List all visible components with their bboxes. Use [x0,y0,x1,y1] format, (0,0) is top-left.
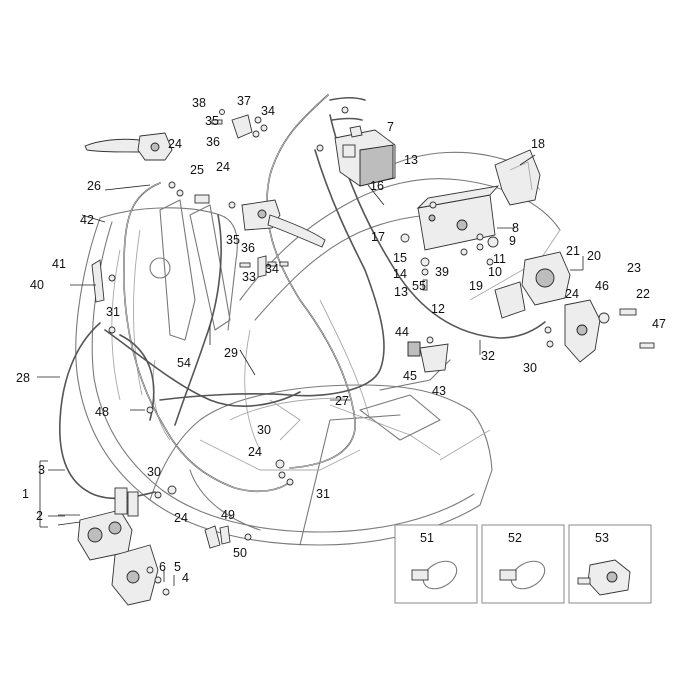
rear-caliper [494,251,571,319]
callout-48: 48 [95,405,109,419]
callout-13-top: 13 [404,153,418,167]
callout-7: 7 [387,120,394,134]
callout-41: 41 [52,257,66,271]
callout-55: 55 [412,279,426,293]
callout-24-c: 24 [565,287,579,301]
callout-34-a: 34 [261,104,275,118]
scooter-frame-outline [75,151,561,546]
callout-12: 12 [431,302,445,316]
callout-25: 25 [190,163,204,177]
callout-21: 21 [566,244,580,258]
callout-52: 52 [508,531,522,545]
abs-modulator [334,125,396,187]
right-master-cylinder [241,199,326,248]
callout-47: 47 [652,317,666,331]
inset-box-52 [481,524,565,604]
inset-box-53 [568,524,652,604]
callout-35-b: 35 [226,233,240,247]
callout-10: 10 [488,265,502,279]
callout-24-e: 24 [174,511,188,525]
callout-51: 51 [420,531,434,545]
callout-5: 5 [174,560,181,574]
callout-1: 1 [22,487,29,501]
hose-clips [204,525,252,549]
callout-24-a: 24 [168,137,182,151]
front-caliper [57,487,170,606]
callout-40: 40 [30,278,44,292]
callout-22: 22 [636,287,650,301]
callout-46: 46 [595,279,609,293]
abs-cover [494,149,541,206]
callout-18: 18 [531,137,545,151]
callout-2: 2 [36,509,43,523]
callout-30-b: 30 [257,423,271,437]
callout-9: 9 [509,234,516,248]
callout-35-a: 35 [205,114,219,128]
callout-32: 32 [481,349,495,363]
callout-49: 49 [221,508,235,522]
left-brake-lever [84,132,173,161]
callout-43: 43 [432,384,446,398]
callout-37: 37 [237,94,251,108]
callout-50: 50 [233,546,247,560]
callout-33: 33 [242,270,256,284]
callout-labels: 1 2 3 4 5 6 7 8 9 10 11 12 13 13 14 15 1… [16,94,666,585]
callout-28: 28 [16,371,30,385]
callout-15: 15 [393,251,407,265]
callout-34-b: 34 [265,262,279,276]
callout-24-d: 24 [248,445,262,459]
callout-4: 4 [182,571,189,585]
leader-lines [37,154,584,586]
callout-31-b: 31 [316,487,330,501]
callout-17: 17 [371,230,385,244]
callout-11: 11 [493,252,506,266]
callout-27: 27 [335,394,349,408]
callout-31-a: 31 [106,305,120,319]
callout-30-a: 30 [523,361,537,375]
top-hardware [211,109,268,139]
hose-fittings [91,106,554,499]
mid-hardware [239,255,289,278]
callout-29: 29 [224,346,238,360]
callout-19: 19 [469,279,483,293]
callout-3: 3 [38,463,45,477]
callout-45: 45 [403,369,417,383]
abs-bracket [416,185,500,251]
callout-44: 44 [395,325,409,339]
rear-mount [564,299,655,363]
callout-39: 39 [435,265,449,279]
callout-6: 6 [159,560,166,574]
abs-hardware [400,201,499,291]
callout-26: 26 [87,179,101,193]
callout-13-lower: 13 [394,285,408,299]
callout-16: 16 [370,179,384,193]
callout-30-c: 30 [147,465,161,479]
callout-53: 53 [595,531,609,545]
callout-42: 42 [80,213,94,227]
callout-54: 54 [177,356,191,370]
callout-36-a: 36 [206,135,220,149]
inset-box-51 [394,524,478,604]
callout-20: 20 [587,249,601,263]
callout-38: 38 [192,96,206,110]
callout-24-b: 24 [216,160,230,174]
callout-8: 8 [512,221,519,235]
wheel-sensor [407,336,449,373]
callout-23: 23 [627,261,641,275]
callout-36-b: 36 [241,241,255,255]
callout-14: 14 [393,267,407,281]
brake-hoses [59,94,546,500]
